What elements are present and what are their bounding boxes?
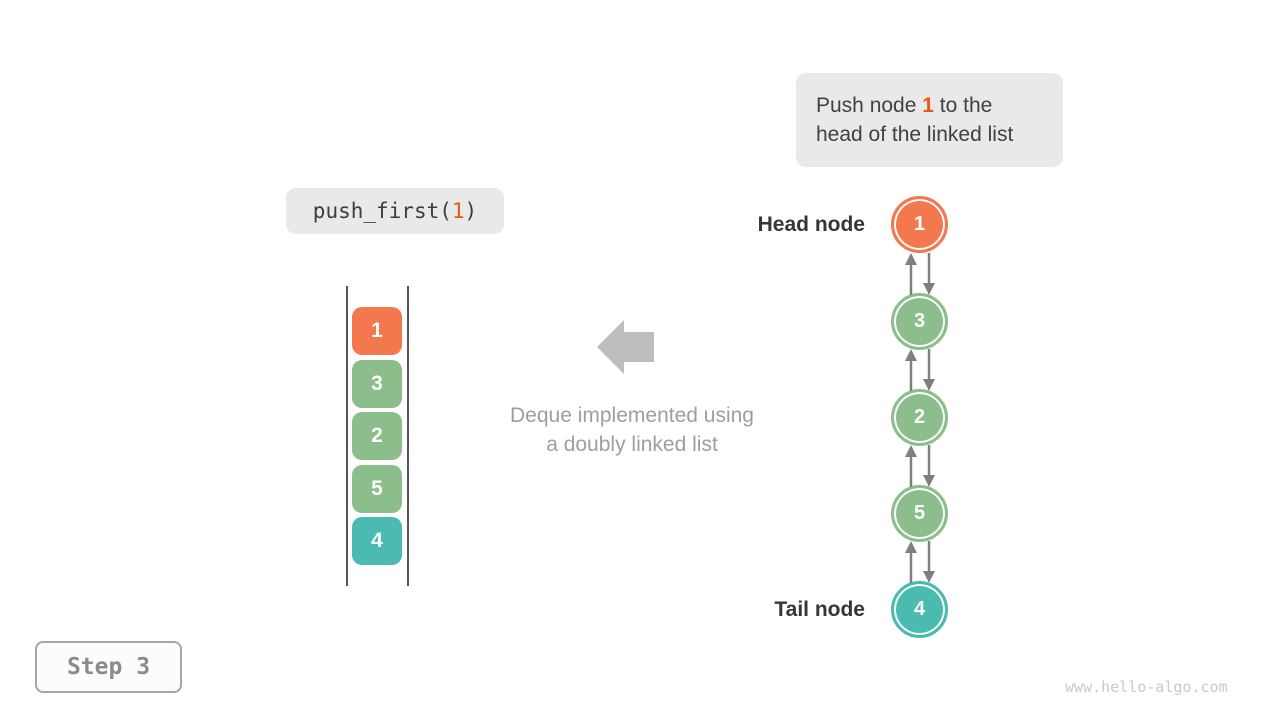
- watermark: www.hello-algo.com: [1065, 678, 1228, 696]
- bidirectional-arrow-icon: [905, 445, 935, 487]
- bidirectional-arrow-icon: [905, 349, 935, 391]
- list-node: 1: [891, 196, 948, 253]
- left-arrow-icon: [597, 320, 654, 374]
- list-node: 3: [891, 293, 948, 350]
- list-node: 5: [891, 485, 948, 542]
- head-node-label: Head node: [757, 213, 865, 236]
- code-prefix: push_first(: [312, 199, 452, 223]
- tail-node-label: Tail node: [774, 598, 865, 621]
- list-node: 2: [891, 389, 948, 446]
- caption: Deque implemented using a doubly linked …: [462, 401, 802, 459]
- bidirectional-arrow-icon: [905, 541, 935, 583]
- stack-item: 5: [352, 465, 402, 513]
- stack-item: 3: [352, 360, 402, 408]
- stack-item: 1: [352, 307, 402, 355]
- instruction-highlight: 1: [922, 94, 934, 117]
- instruction-prefix: Push node: [816, 94, 923, 117]
- code-call-box: push_first(1): [286, 188, 504, 234]
- caption-line1: Deque implemented using: [510, 404, 754, 427]
- stack-left-wall: [346, 286, 348, 586]
- step-badge: Step 3: [35, 641, 182, 693]
- bidirectional-arrow-icon: [905, 253, 935, 295]
- instruction-suffix: to the head of the linked list: [816, 94, 1014, 146]
- list-node: 4: [891, 581, 948, 638]
- instruction-note: Push node 1 to the head of the linked li…: [796, 73, 1063, 167]
- caption-line2: a doubly linked list: [546, 433, 718, 456]
- stack-item: 2: [352, 412, 402, 460]
- stack-item: 4: [352, 517, 402, 565]
- code-arg: 1: [451, 199, 465, 223]
- stack-right-wall: [407, 286, 409, 586]
- code-suffix: ): [464, 199, 478, 223]
